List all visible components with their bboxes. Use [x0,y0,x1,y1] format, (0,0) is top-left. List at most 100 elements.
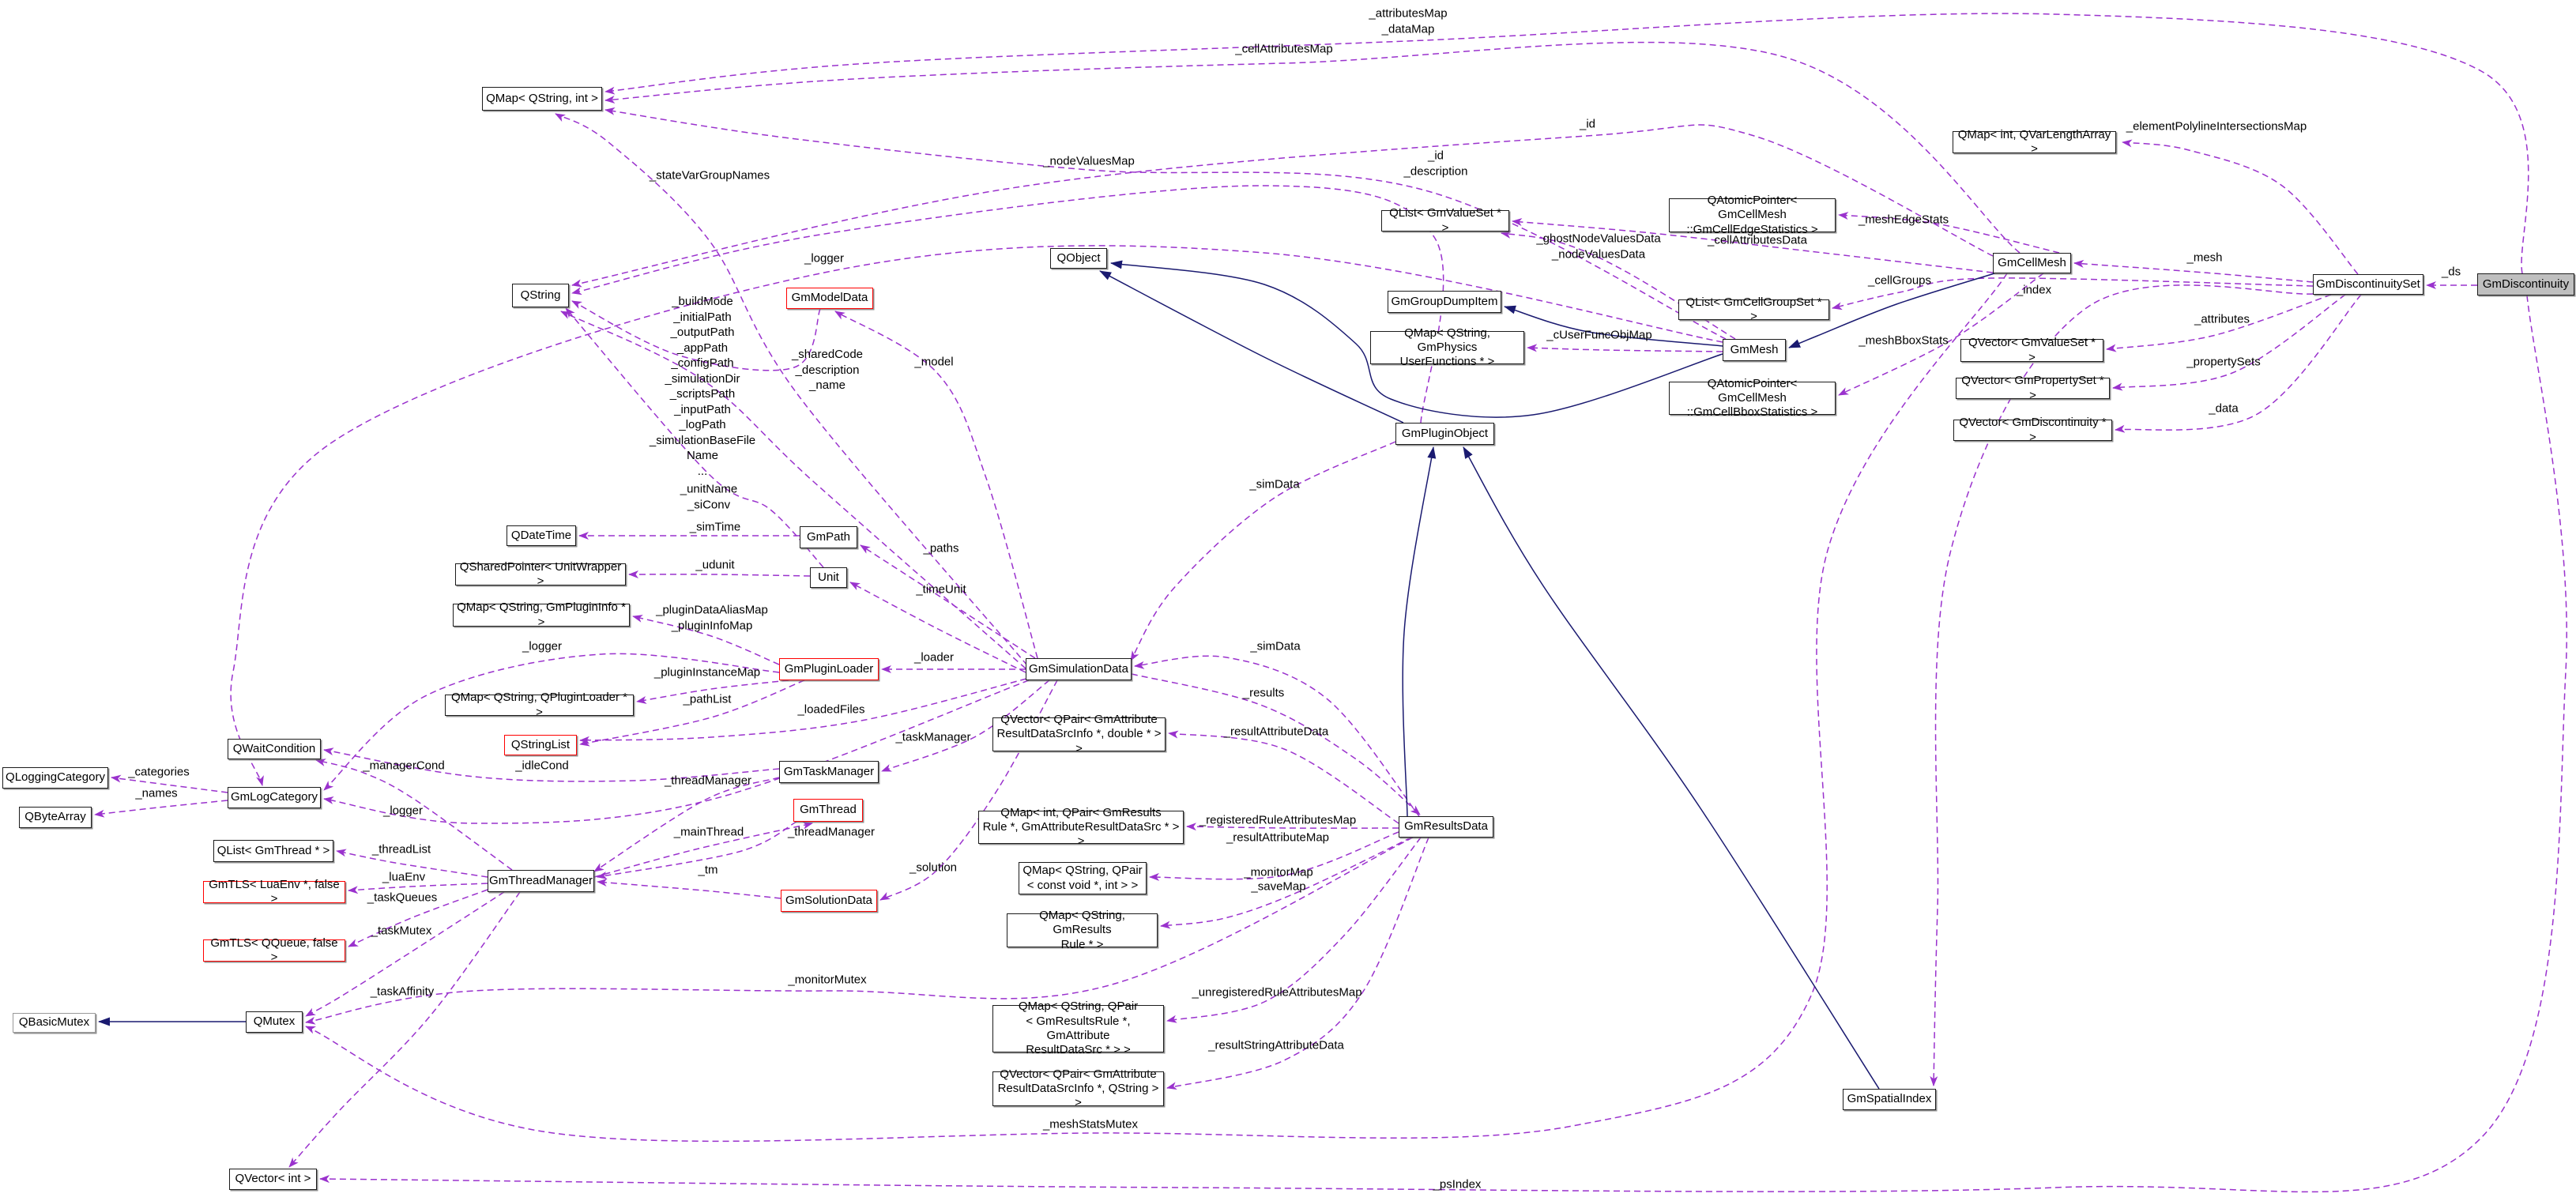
edge-taskQueues [348,889,488,947]
edge-idDescription [571,185,1444,424]
edge-psIndex [319,295,2567,1193]
node-qmap-int-qvarlengtharray[interactable]: QMap< int, QVarLengthArray > [1953,128,2116,156]
edge-idleCond [323,747,780,782]
node-qbasicmutex[interactable]: QBasicMutex [13,1013,96,1033]
node-gmresultsdata[interactable]: GmResultsData [1399,816,1493,838]
edge-pluginDataAliasMap [632,615,780,665]
node-qlist-gmthread[interactable]: QList< GmThread * > [213,840,333,862]
edge-attributes [2106,294,2332,352]
node-gmsimulationdata[interactable]: GmSimulationData [1026,658,1132,680]
node-qatomic-bboxstats[interactable]: QAtomicPointer< GmCellMesh ::GmCellBboxS… [1669,377,1836,419]
edge-solution [879,680,1058,901]
node-gmmesh[interactable]: GmMesh [1723,339,1786,361]
edge-luaEnv [348,883,488,894]
edge-threadList [336,849,488,878]
node-qmap-qpair-rule[interactable]: QMap< QString, QPair < GmResultsRule *, … [992,1000,1164,1056]
node-qmap-physics[interactable]: QMap< QString, GmPhysics UserFunctions *… [1370,326,1524,368]
node-gmcellmesh[interactable]: GmCellMesh [1993,253,2071,273]
node-qsharedpointer-unitwrapper[interactable]: QSharedPointer< UnitWrapper > [455,560,626,588]
edge-unitName [565,307,824,568]
node-gmspatialindex[interactable]: GmSpatialIndex [1843,1089,1936,1110]
node-qlist-gmcellgroupset[interactable]: QList< GmCellGroupSet * > [1678,296,1829,323]
node-qmap-qstring-int[interactable]: QMap< QString, int > [482,87,602,111]
edge-simDataPlugin [1130,441,1396,661]
edge-timeUnit [849,582,1026,673]
node-gmpluginloader[interactable]: GmPluginLoader [779,658,879,680]
node-qmap-int-qpair[interactable]: QMap< int, QPair< GmResults Rule *, GmAt… [978,806,1184,848]
node-gmdiscontinuityset[interactable]: GmDiscontinuitySet [2313,274,2423,295]
node-gmtaskmanager[interactable]: GmTaskManager [779,761,879,783]
node-gmlogcategory[interactable]: GmLogCategory [228,787,321,808]
edge-loggerSimulation [323,680,1030,824]
edge-simDataResults [1134,655,1420,817]
node-gmsolutiondata[interactable]: GmSolutionData [781,890,877,912]
node-qbytearray[interactable]: QByteArray [19,807,92,828]
node-qvector-qpair-qstring[interactable]: QVector< QPair< GmAttribute ResultDataSr… [992,1067,1164,1109]
edge-threadManagerTask [593,777,780,872]
edge-taskAffinity [288,891,521,1168]
edge-threadManagerThread [597,821,797,879]
node-qvector-qpair-double[interactable]: QVector< QPair< GmAttribute ResultDataSr… [992,713,1166,755]
node-unit[interactable]: Unit [810,567,847,588]
node-qvector-int[interactable]: QVector< int > [229,1169,317,1190]
node-qvector-gmdiscontinuity[interactable]: QVector< GmDiscontinuity * > [1953,416,2112,444]
edge-inh-gmresultsdata-gmpluginobject [1402,446,1437,817]
edge-resultStringAttributeData [1166,837,1429,1090]
node-gmthreadmanager[interactable]: GmThreadManager [488,870,594,892]
node-qvector-gmvalueset[interactable]: QVector< GmValueSet * > [1960,336,2103,364]
edge-names [94,800,228,818]
edge-inh-gmmesh-qobject [1110,260,1723,418]
edge-paths [860,544,1036,659]
edge-stateVarGroupNames [555,113,1028,666]
edge-resultAttributeData [1168,730,1399,824]
edge-inh-gmspatialindex-gmpluginobject [1463,446,1880,1090]
edge-monitorMap [1149,831,1399,881]
edge-inh-gmmesh-gmgroupdumpitem [1504,305,1723,347]
node-qlist-gmvalueset[interactable]: QList< GmValueSet * > [1381,206,1509,235]
node-qmap-gmplugininfo[interactable]: QMap< QString, GmPluginInfo * > [453,600,630,629]
edge-cellGroups [1832,277,2314,311]
node-gmthread[interactable]: GmThread [793,799,863,822]
edge-mainThread [593,821,813,878]
node-qobject[interactable]: QObject [1050,248,1107,269]
node-qvector-gmpropertyset[interactable]: QVector< GmPropertySet * > [1956,374,2110,402]
node-qmap-gmresultsrule[interactable]: QMap< QString, GmResults Rule * > [1007,909,1158,951]
edge-cellAttributesData [1512,218,1994,273]
node-qloggingcategory[interactable]: QLoggingCategory [2,767,108,789]
edge-pluginInstanceMap [636,680,789,704]
node-qstring[interactable]: QString [512,284,569,307]
edge-loggerMesh [230,245,1723,786]
edge-meshBboxStats [1838,273,2044,396]
edge-model [834,311,1038,659]
node-gmtls-qqueue[interactable]: GmTLS< QQueue, false > [203,936,345,964]
edge-categories [111,774,228,793]
edge-meshStatsMutex [305,273,2008,1143]
node-gmmodeldata[interactable]: GmModelData [786,288,873,309]
node-gmtls-luaenv[interactable]: GmTLS< LuaEnv *, false > [203,878,345,905]
node-gmgroupdumpitem[interactable]: GmGroupDumpItem [1388,291,1501,313]
node-qmap-constvoid[interactable]: QMap< QString, QPair < const void *, int… [1019,862,1147,894]
node-qdatetime[interactable]: QDateTime [507,525,576,546]
node-gmpluginobject[interactable]: GmPluginObject [1395,423,1494,445]
edge-saveMap [1160,837,1412,929]
edge-tm [597,878,781,899]
node-qmutex[interactable]: QMutex [246,1011,303,1033]
edge-propertySets [2112,294,2346,391]
edge-registeredRuleAttributesMap [1186,823,1399,831]
node-gmdiscontinuity[interactable]: GmDiscontinuity [2477,273,2574,296]
edge-loggerPluginLoader [323,653,780,791]
edge-taskManager [881,680,1050,772]
node-qstringlist[interactable]: QStringList [504,735,577,755]
edge-cUserFuncObjMap [1527,344,1723,352]
edge-results [1131,673,1421,815]
node-gmpath[interactable]: GmPath [800,526,857,548]
node-qwaitcondition[interactable]: QWaitCondition [228,739,321,759]
node-qatomic-edgestats[interactable]: QAtomicPointer< GmCellMesh ::GmCellEdgeS… [1669,194,1836,236]
edge-meshEdgeStats [1838,212,2060,254]
edge-loadedFiles [579,678,1027,744]
edge-pathList [579,680,805,747]
node-qmap-qpluginloader[interactable]: QMap< QString, QPluginLoader * > [445,691,634,719]
edge-sharedCode [571,300,821,371]
edge-mesh [2073,259,2314,283]
